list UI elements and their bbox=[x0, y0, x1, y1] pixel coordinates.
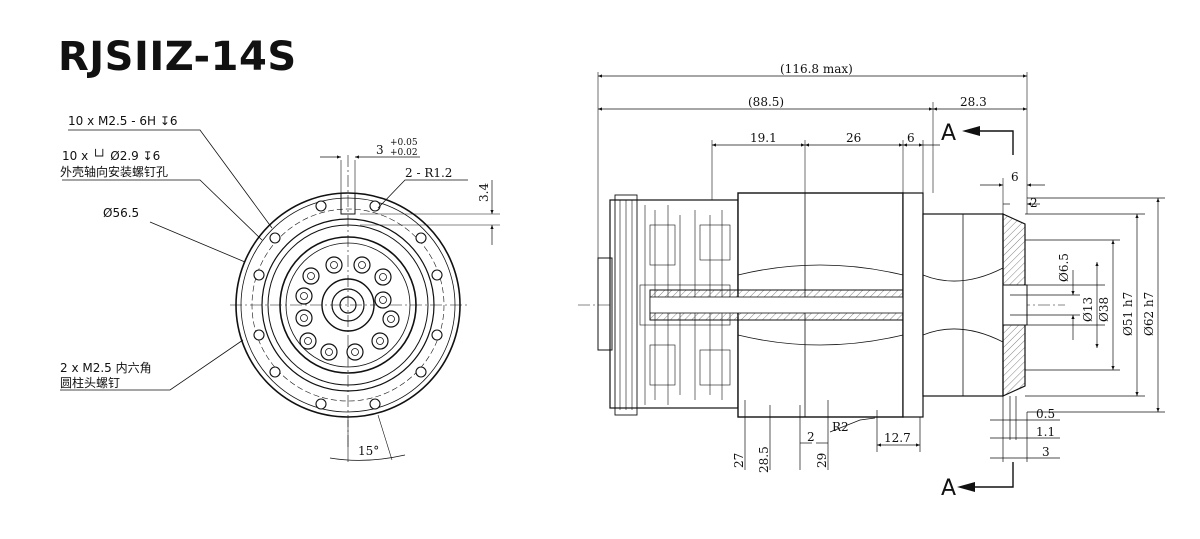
dim-dia-2: Ø13 bbox=[1081, 297, 1095, 322]
side-view-labels: (116.8 max) (88.5) 28.3 19.1 26 6 6 2 Ø6… bbox=[732, 62, 1156, 501]
callout-diameter: Ø56.5 bbox=[103, 206, 139, 220]
inner-bolt-holes bbox=[295, 256, 400, 361]
dim-len-d: 26 bbox=[846, 131, 861, 145]
dim-bot-5: R2 bbox=[832, 420, 849, 434]
dim-bot-1: 0.5 bbox=[1036, 407, 1055, 421]
outer-flange-circle bbox=[235, 192, 461, 418]
callout-screw-note: 圆柱头螺钉 bbox=[60, 375, 120, 390]
dim-len-e: 6 bbox=[907, 131, 915, 145]
front-view-labels: 10 x M2.5 - 6H ↧6 10 x └┘ Ø2.9 ↧6 外壳轴向安装… bbox=[60, 114, 491, 458]
dim-radius: 2 - R1.2 bbox=[405, 166, 452, 180]
callout-counterbore-note: 外壳轴向安装螺钉孔 bbox=[60, 164, 168, 179]
dim-angle: 15° bbox=[358, 444, 379, 458]
dim-bot-2: 1.1 bbox=[1036, 425, 1055, 439]
side-view bbox=[578, 72, 1165, 492]
dim-len-f: 6 bbox=[1011, 170, 1019, 184]
dim-dia-5: Ø62 h7 bbox=[1142, 292, 1156, 336]
section-label-bottom: A bbox=[941, 476, 956, 501]
dim-dia-4: Ø51 h7 bbox=[1121, 292, 1135, 336]
dim-depth: 3.4 bbox=[477, 183, 491, 202]
callout-thread: 10 x M2.5 - 6H ↧6 bbox=[68, 114, 178, 128]
dim-bot-9: 29 bbox=[815, 453, 829, 468]
dim-len-a: (88.5) bbox=[748, 95, 784, 109]
flange-holes bbox=[253, 200, 443, 410]
front-view bbox=[60, 129, 500, 462]
dim-overall: (116.8 max) bbox=[780, 62, 853, 76]
dim-dia-3: Ø38 bbox=[1097, 297, 1111, 322]
dim-tol-lower: +0.02 bbox=[390, 148, 418, 158]
dim-bot-3: 3 bbox=[1042, 445, 1050, 459]
dim-len-b: 28.3 bbox=[960, 95, 987, 109]
callout-counterbore: 10 x └┘ Ø2.9 ↧6 bbox=[62, 148, 160, 163]
dim-bot-6: 2 bbox=[807, 430, 815, 444]
dim-bot-8: 28.5 bbox=[757, 446, 771, 473]
dim-slot-width: 3 bbox=[376, 143, 384, 157]
dim-bot-4: 12.7 bbox=[884, 431, 911, 445]
dim-dia-1: Ø6.5 bbox=[1057, 253, 1071, 282]
callout-screw: 2 x M2.5 内六角 bbox=[60, 361, 152, 375]
dim-len-g: 2 bbox=[1030, 196, 1038, 210]
dim-bot-7: 27 bbox=[732, 453, 746, 468]
section-label-top: A bbox=[941, 121, 956, 146]
dim-len-c: 19.1 bbox=[750, 131, 777, 145]
dim-tol-upper: +0.05 bbox=[390, 138, 418, 148]
page-title: RJSIIZ-14S bbox=[58, 34, 297, 80]
